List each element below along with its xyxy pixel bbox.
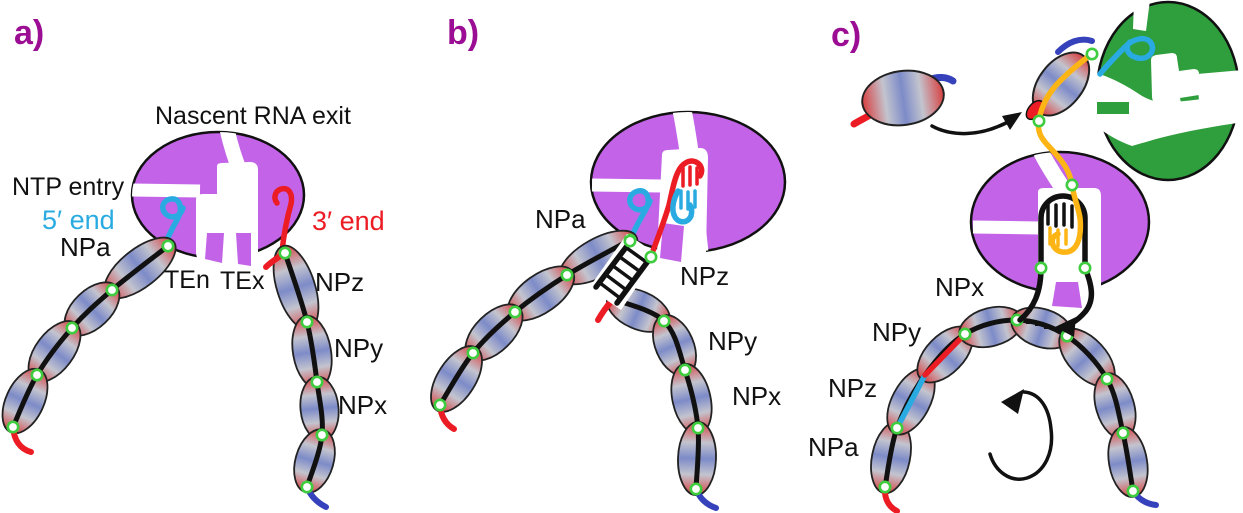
panel-c: c) NPx NPy NPz NPa (808, 0, 1243, 513)
rna-junction (1065, 178, 1079, 192)
rna-junction (466, 346, 480, 360)
polymerase-leg (1097, 102, 1129, 114)
transfer-arrowhead-icon (1055, 317, 1076, 337)
rna-junction (1100, 372, 1114, 386)
rna-exit-channel (1133, 0, 1150, 31)
npa-label-a: NPa (60, 232, 111, 262)
npy-label-a: NPy (334, 333, 383, 363)
rna-junction (657, 314, 671, 328)
rna-junction (30, 368, 44, 382)
rna-junction (1126, 484, 1140, 498)
polymerase-leg (1052, 282, 1082, 308)
three-prime-label: 3′ end (312, 206, 385, 236)
template-hairpin (1038, 193, 1088, 271)
panel-letter-a: a) (14, 14, 44, 52)
polymerase-leg (236, 233, 251, 266)
template-channel (1082, 70, 1243, 146)
panel-letter-b: b) (447, 14, 479, 52)
panel-letter-c: c) (831, 16, 861, 54)
rna-junction (315, 428, 329, 442)
ntp-entry-channel (591, 178, 663, 193)
nascent-rna-exit-label: Nascent RNA exit (155, 102, 351, 130)
rna-junction (878, 480, 892, 494)
npa-label-b: NPa (535, 204, 586, 234)
ntp-entry-channel (972, 220, 1041, 235)
rna-junction (689, 482, 703, 496)
np-chain-c-arch (870, 305, 1159, 513)
polymerase-cavity (1151, 53, 1200, 104)
ntp-entry-channel (132, 183, 201, 198)
tex-label: TEx (220, 267, 265, 295)
rna-junction (1085, 47, 1099, 61)
rna-junction (890, 421, 904, 435)
template-legs (1017, 261, 1095, 337)
npx-label-a: NPx (338, 390, 387, 420)
rna-junction (300, 480, 314, 494)
side-channel (1197, 70, 1243, 101)
polymerase-leg (660, 223, 684, 262)
rna-entry-channel (1033, 152, 1071, 195)
rna-junction (1032, 114, 1046, 128)
np-insertion-arrow-icon (930, 112, 1022, 136)
npx-label-b: NPx (732, 381, 781, 411)
rna-junction (691, 421, 705, 435)
free-np-monomer (850, 69, 957, 128)
np-bead (861, 69, 945, 127)
polymerase-leg (205, 233, 224, 263)
panel-b: b) NPa NPz NPy NPx (430, 14, 787, 511)
rna-junction (433, 398, 447, 412)
rna-junction (958, 327, 972, 341)
ten-label: TEn (164, 266, 210, 294)
np-chain-a-right (263, 244, 340, 510)
rna-junction (278, 246, 292, 260)
npx-label-c: NPx (935, 272, 984, 302)
rna-junction (623, 234, 637, 248)
npy-label-c: NPy (872, 317, 921, 347)
rna-junction (65, 321, 79, 335)
rna-junction (560, 268, 574, 282)
three-prime-end-strand (272, 185, 295, 254)
rna-junction (1078, 261, 1092, 275)
rna-junction (508, 305, 522, 319)
rna-junction (1034, 261, 1048, 275)
rotation-arrow-icon (988, 389, 1054, 481)
rna-junction (6, 420, 20, 434)
npa-label-c: NPa (808, 432, 859, 462)
polymerase-green (1082, 0, 1243, 182)
npz-label-a: NPz (315, 267, 364, 297)
rna-junction (105, 283, 119, 297)
rna-junction (310, 375, 324, 389)
nascent-rna-strand (1035, 51, 1095, 255)
rna-junction (644, 250, 658, 264)
nascent-rna-product (670, 188, 695, 225)
rna-junction (161, 239, 175, 253)
five-prime-label: 5′ end (42, 205, 115, 235)
panel-a: a) Nascent RNA exit NTP entry 5′ end 3′ … (1, 14, 387, 510)
panhandle-duplex-ladder (589, 234, 658, 310)
polymerase-c (969, 150, 1151, 308)
np-chain-a-left (1, 236, 177, 455)
np-chain-b-left (430, 229, 639, 432)
rna-strand-segment (894, 372, 928, 431)
five-prime-hook (160, 196, 186, 252)
ntp-entry-label: NTP entry (12, 173, 125, 201)
rna-junction (300, 315, 314, 329)
rna-junction (1116, 426, 1130, 440)
rna-junction (678, 363, 692, 377)
template-strand (648, 158, 705, 259)
npz-label-c: NPz (828, 373, 877, 403)
dotted-connection (1026, 319, 1049, 329)
five-prime-hook (1097, 35, 1156, 77)
np-chain-b-right (595, 287, 719, 511)
rna-strand-segment (922, 331, 968, 378)
five-prime-hook (627, 188, 653, 243)
npz-label-b: NPz (680, 261, 729, 291)
npy-label-b: NPy (708, 326, 757, 356)
np-ribbon (1055, 36, 1095, 55)
